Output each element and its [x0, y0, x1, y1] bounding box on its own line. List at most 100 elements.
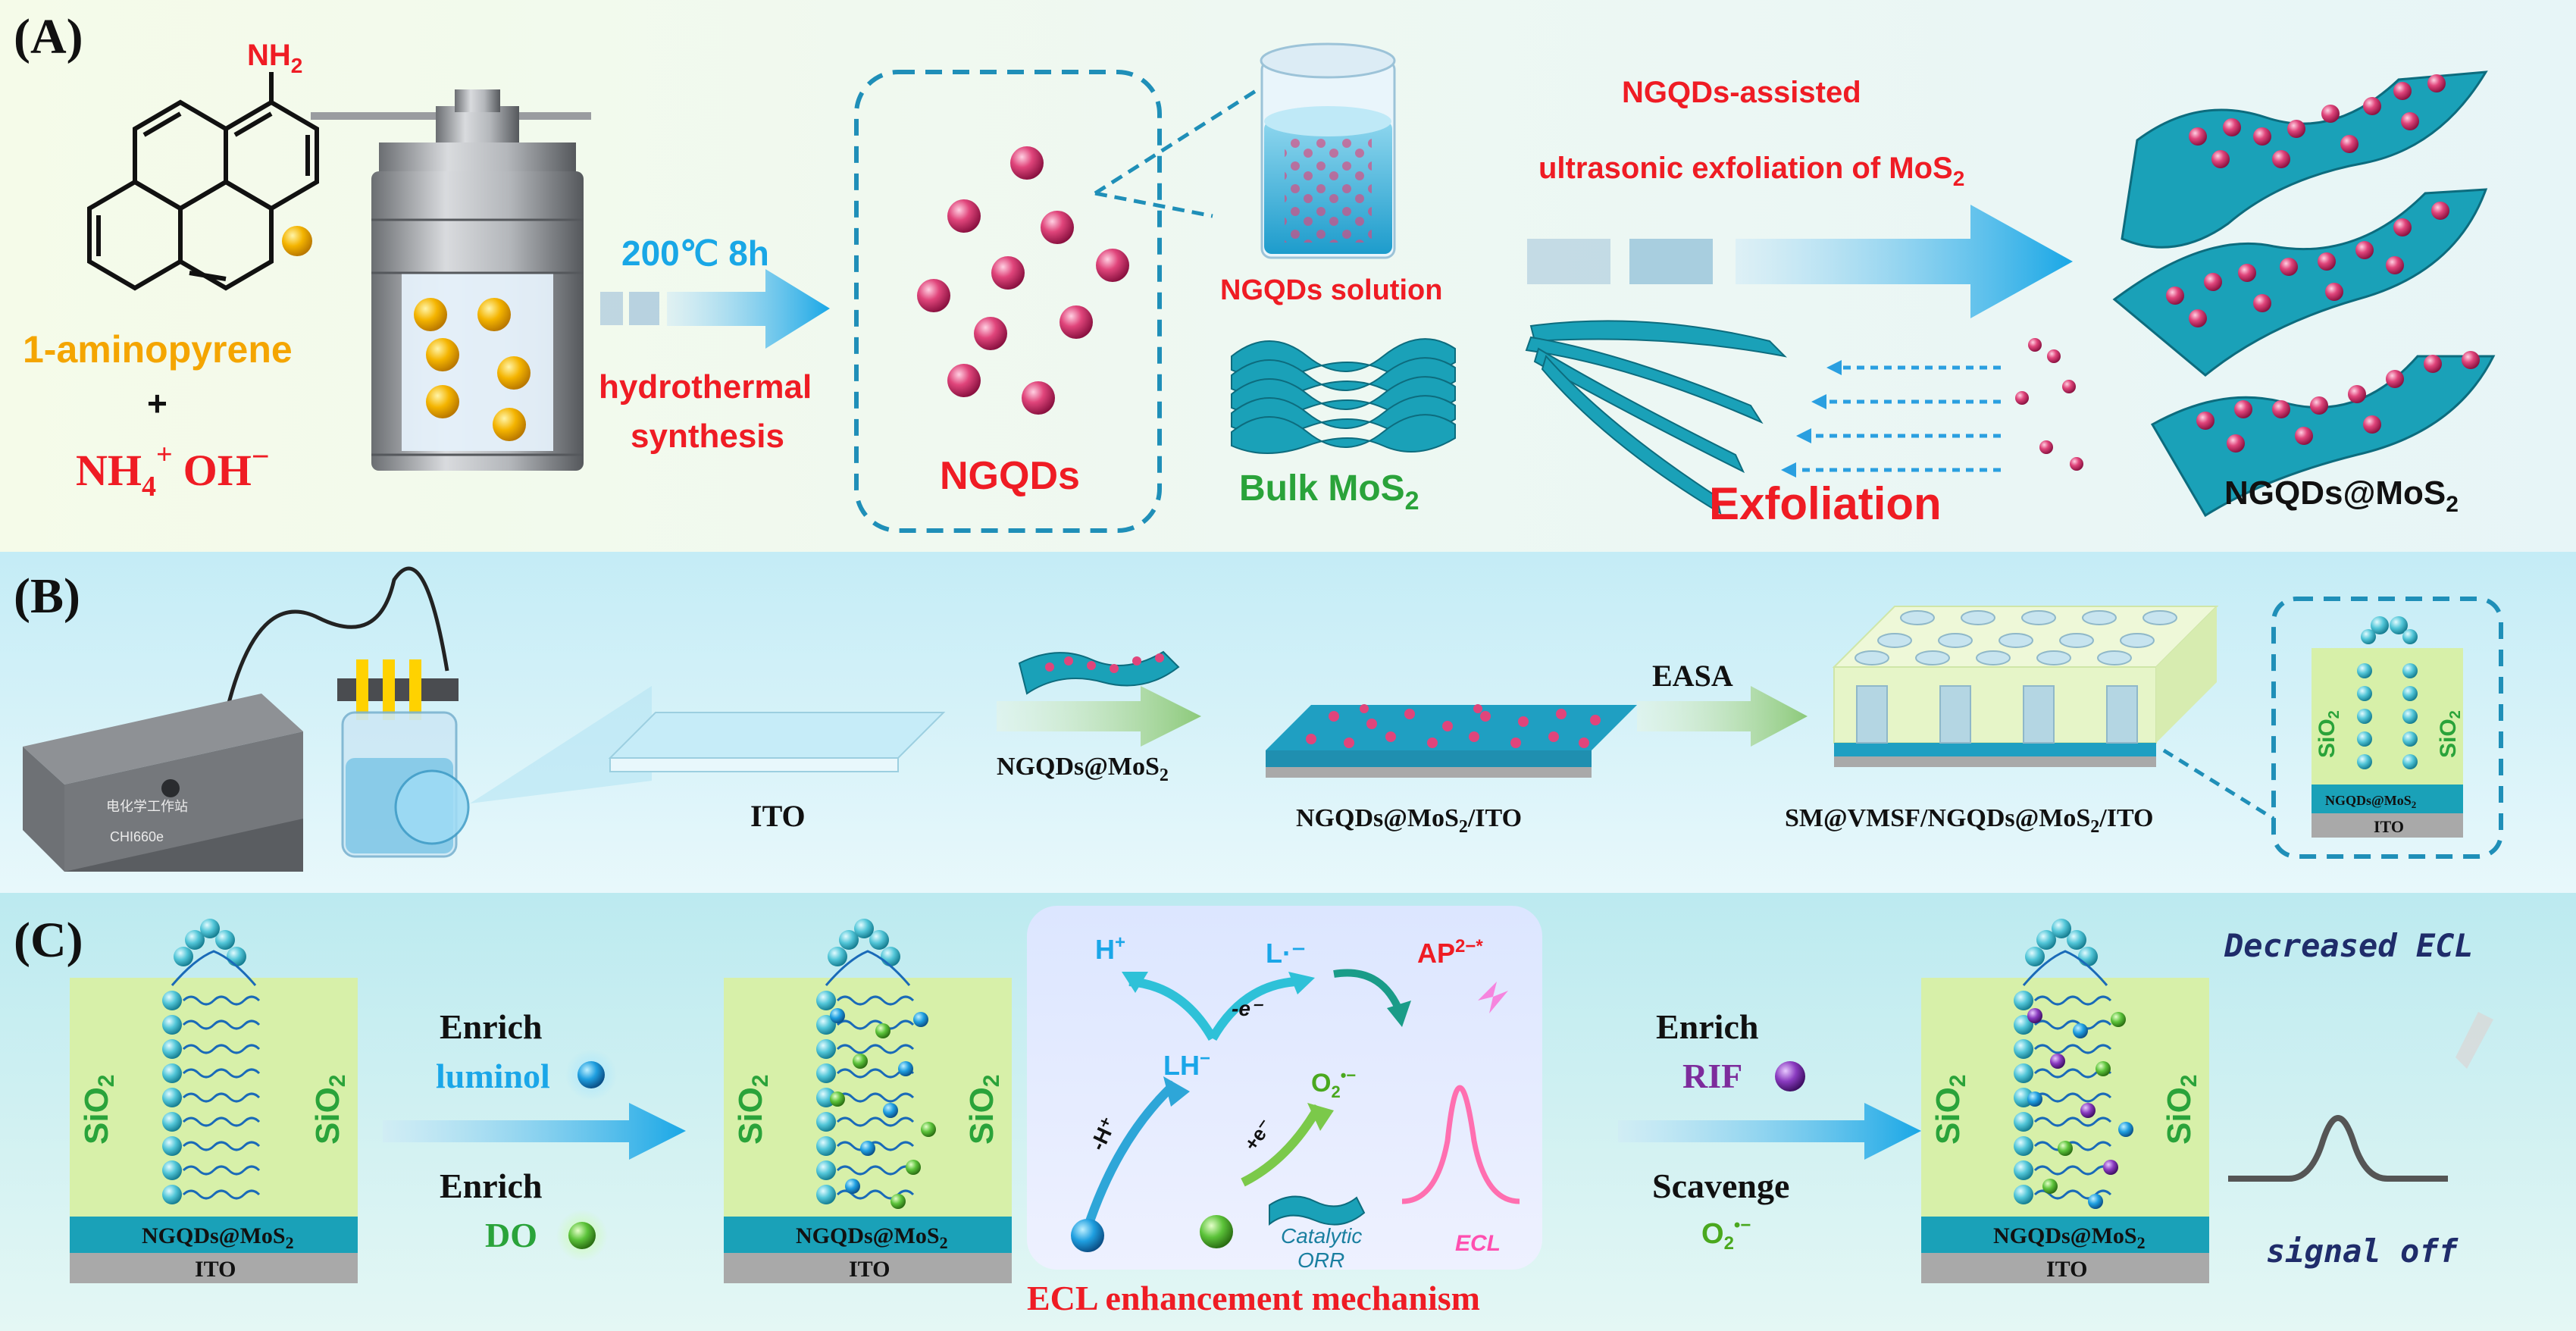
instrument-name: 电化学工作站 — [106, 799, 188, 815]
easa-label: EASA — [1652, 659, 1733, 693]
silane-headgroup — [2014, 1136, 2033, 1156]
mini-mos2-sheet — [1018, 650, 1180, 695]
synthesis-label: synthesis — [631, 418, 784, 455]
enriched-particle — [921, 1122, 936, 1137]
hydrothermal-label: hydrothermal — [599, 368, 812, 406]
exfoliation-arrowheads — [1781, 360, 1842, 478]
ecl-curve-label: ECL — [1455, 1231, 1501, 1256]
zoom-wedge — [470, 686, 652, 803]
ito-layer-label: ITO — [849, 1257, 890, 1282]
silane-headgroup — [816, 1039, 836, 1059]
silane-headgroup — [162, 991, 182, 1010]
exfoliation-label: Exfoliation — [1709, 478, 1942, 529]
instrument-brand: CHI660e — [110, 829, 164, 844]
inset-sio2-right: SiO2 — [2436, 710, 2464, 758]
silane-headgroup — [816, 1185, 836, 1204]
arrow-1-dash-1 — [600, 292, 623, 325]
arrow-b1 — [997, 686, 1201, 747]
silane-headgroup — [2014, 1015, 2033, 1035]
final-label: SM@VMSF/NGQDs@MoS2/ITO — [1785, 804, 2153, 837]
electrochemical-cell — [337, 659, 470, 858]
silane-headgroup — [2014, 1063, 2033, 1083]
electrochemical-workstation: 电化学工作站 CHI660e — [23, 694, 303, 872]
inset-ito-label: ITO — [2374, 817, 2404, 836]
top-headgroup — [881, 947, 900, 966]
silane-headgroup — [2014, 991, 2033, 1010]
aminopyrene-structure — [87, 72, 319, 291]
ngqds-mos2-ito-film — [1266, 704, 1637, 778]
mechanism-arrowhead-l — [1288, 972, 1315, 994]
ito-layer-label: ITO — [2046, 1257, 2087, 1282]
enriched-particle — [2088, 1194, 2103, 1209]
lh-label: LH− — [1163, 1048, 1210, 1081]
vmsf-silica-film — [1832, 606, 2219, 767]
top-headgroup — [2078, 947, 2098, 966]
sio2-right-label: SiO2 — [963, 1075, 1004, 1145]
ngqds-particles — [917, 146, 1129, 415]
do-sphere — [568, 1222, 596, 1249]
silane-headgroup — [162, 1185, 182, 1204]
catalytic-sheet — [1269, 1195, 1366, 1226]
top-headgroup — [869, 930, 889, 950]
silane-headgroup — [816, 991, 836, 1010]
minus-e-label: -e⁻ — [1232, 997, 1264, 1020]
ecl-peak-curve — [1401, 1085, 1520, 1204]
rif-label: RIF — [1682, 1057, 1742, 1095]
silane-headgroup — [162, 1015, 182, 1035]
top-headgroup — [2067, 930, 2086, 950]
silane-headgroup — [2014, 1039, 2033, 1059]
inset-layer-label: NGQDs@MoS2 — [2325, 793, 2416, 810]
arrow-2 — [1736, 205, 2073, 318]
top-headgroup — [185, 930, 205, 950]
assisted-label-line1: NGQDs-assisted — [1622, 76, 1861, 109]
mechanism-arrowhead-lh — [1163, 1076, 1190, 1107]
arrow-1-dash-2 — [629, 292, 659, 325]
top-headgroup — [839, 930, 859, 950]
bulk-mos2-stack — [1231, 338, 1456, 454]
exfoliating-sheets — [1525, 320, 1787, 515]
enriched-particle — [906, 1160, 921, 1175]
enriched-particle — [2111, 1012, 2126, 1027]
enriched-particle — [830, 1008, 845, 1023]
enrich-do-word: Enrich — [440, 1167, 542, 1205]
enriched-particle — [2073, 1023, 2088, 1038]
silane-headgroup — [162, 1039, 182, 1059]
film-label: NGQDs@MoS2/ITO — [1296, 804, 1522, 837]
step1-label: NGQDs@MoS2 — [997, 753, 1169, 785]
panel-a-tag: (A) — [14, 9, 83, 64]
mechanism-title: ECL enhancement mechanism — [1027, 1279, 1480, 1317]
channel-group: SiO2SiO2NGQDs@MoS2ITOSiO2SiO2NGQDs@MoS2I… — [70, 919, 2209, 1283]
arrow-b2 — [1637, 686, 1808, 747]
silane-headgroup — [816, 1063, 836, 1083]
inset-dashed-box — [2271, 597, 2503, 859]
ito-plate — [608, 712, 946, 772]
layer-label: NGQDs@MoS2 — [142, 1223, 294, 1252]
enriched-particle — [2118, 1122, 2133, 1137]
silane-headgroup — [162, 1088, 182, 1107]
rif-sphere — [1775, 1061, 1805, 1091]
mechanism-arrow-deprotonate — [1083, 1080, 1178, 1229]
o2-radical-label: O2•− — [1311, 1066, 1356, 1101]
ngqds-dashed-box — [854, 70, 1162, 533]
sio2-left-label: SiO2 — [78, 1075, 119, 1145]
top-headgroup — [200, 919, 220, 938]
enrich-luminol-word: Enrich — [440, 1007, 542, 1046]
enriched-particle — [2096, 1061, 2111, 1076]
h-plus-label: H+ — [1095, 932, 1125, 965]
panel-c-tag: (C) — [14, 913, 83, 968]
luminol-label: luminol — [436, 1057, 550, 1095]
silane-headgroup — [162, 1160, 182, 1180]
mechanism-arrow-orr — [1241, 1104, 1323, 1187]
catalytic-label-1: Catalytic — [1281, 1224, 1362, 1248]
instrument-cable — [225, 566, 449, 709]
mechanism-arrow-ap — [1333, 969, 1402, 1010]
signal-off-label: signal off — [2266, 1232, 2459, 1270]
top-headgroup — [227, 947, 246, 966]
enriched-particle — [2027, 1008, 2042, 1023]
decreased-peak-curve — [2228, 1115, 2448, 1182]
enrich-rif-word: Enrich — [1656, 1007, 1758, 1046]
